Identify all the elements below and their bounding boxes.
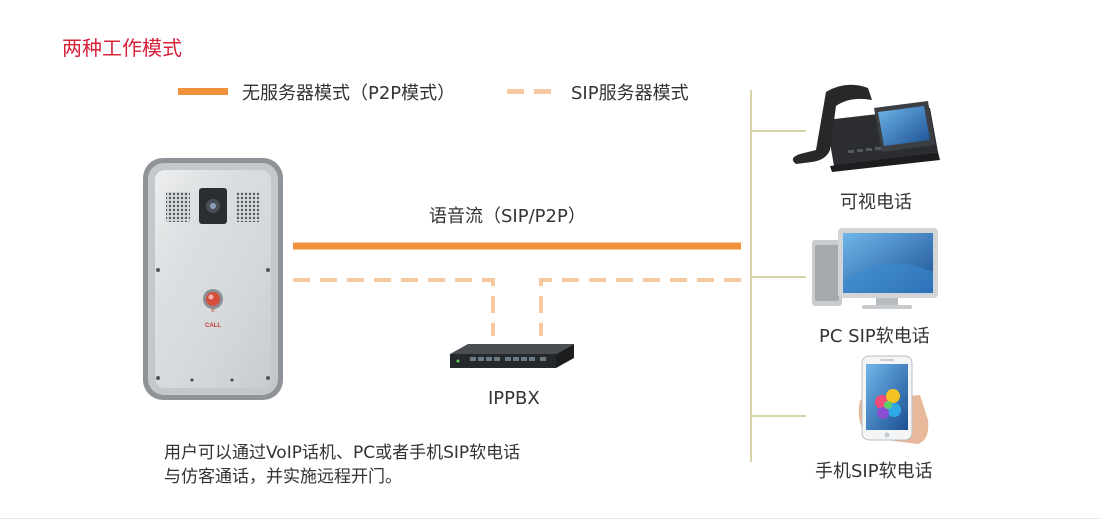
legend-dashed-swatch (507, 89, 557, 94)
call-button-label: CALL (205, 323, 221, 329)
legend-dashed-label: SIP服务器模式 (571, 83, 689, 104)
device-bus (750, 90, 806, 462)
description-line-1: 用户可以通过VoIP话机、PC或者手机SIP软电话 (164, 443, 521, 463)
ippbx-device-icon (450, 344, 574, 368)
video-phone-icon (792, 84, 940, 172)
sip-server-route (293, 278, 741, 336)
legend-solid-label: 无服务器模式（P2P模式） (242, 83, 456, 104)
legend-solid-swatch (178, 88, 228, 95)
voice-stream-label: 语音流（SIP/P2P） (429, 206, 586, 227)
mobile-phone-icon (858, 355, 929, 444)
description-text: 用户可以通过VoIP话机、PC或者手机SIP软电话 与仿客通话，并实施远程开门。 (164, 441, 520, 489)
svg-text:✆: ✆ (211, 308, 215, 314)
page-title: 两种工作模式 (62, 36, 182, 60)
intercom-device-icon: ✆ CALL (143, 158, 283, 400)
video-phone-label: 可视电话 (840, 192, 912, 213)
ippbx-label: IPPBX (488, 388, 540, 409)
mobile-softphone-label: 手机SIP软电话 (815, 461, 933, 482)
bottom-divider (0, 518, 1099, 519)
description-line-2: 与仿客通话，并实施远程开门。 (164, 467, 402, 487)
pc-softphone-label: PC SIP软电话 (819, 326, 930, 347)
pc-computer-icon (812, 228, 938, 309)
